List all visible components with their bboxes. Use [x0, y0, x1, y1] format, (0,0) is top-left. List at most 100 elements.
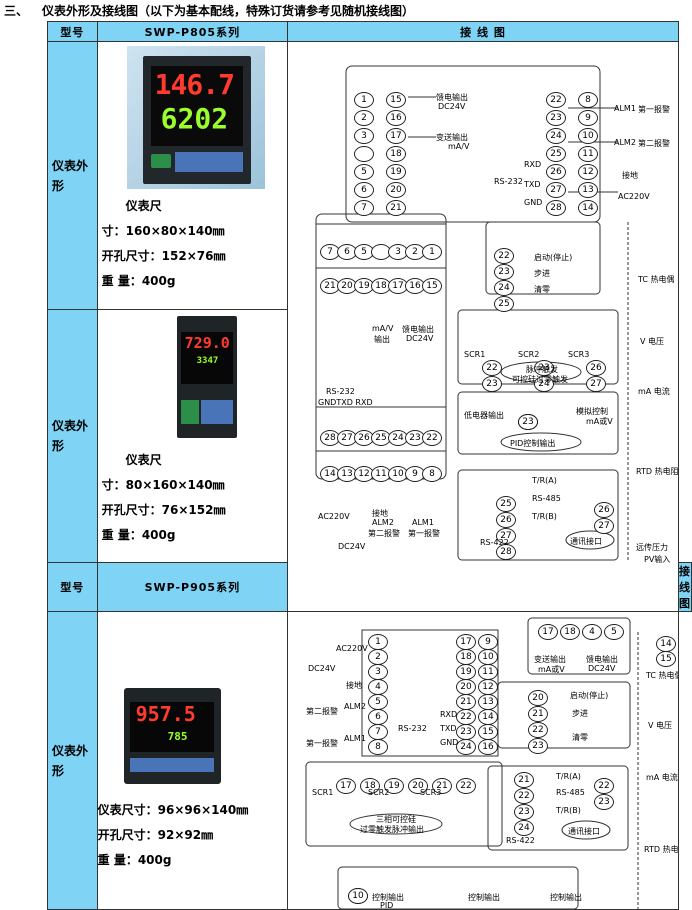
appearance-label: 仪表外形 — [47, 41, 98, 310]
terminal: 9 — [578, 110, 598, 126]
terminal: 11 — [478, 664, 498, 680]
terminal: 10 — [348, 888, 368, 904]
terminal: 22 — [528, 722, 548, 738]
wiring-header: 接 线 图 — [287, 21, 679, 42]
terminal: 23 — [405, 430, 425, 446]
terminal: 24 — [534, 376, 554, 392]
terminal: 24 — [388, 430, 408, 446]
terminal: 28 — [496, 544, 516, 560]
series-header: SWP-P805系列 — [96, 21, 289, 42]
wiring-diagram-p805 — [315, 65, 629, 562]
terminal: 26 — [594, 502, 614, 518]
terminal: 22 — [494, 248, 514, 264]
sv-display-3: 785 — [167, 730, 188, 743]
terminal: 17 — [538, 624, 558, 640]
terminal: 23 — [494, 264, 514, 280]
terminal: 8 — [422, 466, 442, 482]
terminal: 22 — [456, 778, 476, 794]
terminal: 1 — [354, 92, 374, 108]
terminal: 17 — [386, 128, 406, 144]
specs-3: 仪表尺寸：96×96×140㎜ 开孔尺寸：92×92㎜ 重 量：400g — [97, 803, 249, 867]
terminal: 15 — [656, 651, 676, 667]
meter-photo-3: 957.5 785 — [123, 688, 221, 784]
terminal: 1 — [368, 634, 388, 650]
terminal: 3 — [354, 128, 374, 144]
terminal: 24 — [514, 820, 534, 836]
terminal: 6 — [368, 709, 388, 725]
terminal: 23 — [482, 376, 502, 392]
terminal: 23 — [456, 724, 476, 740]
terminal: 1 — [422, 244, 442, 260]
specs-2: 仪表尺 寸：80×160×140㎜ 开孔尺寸：76×152㎜ 重 量：400g — [101, 453, 226, 542]
terminal: 23 — [594, 794, 614, 810]
terminal: 14 — [656, 636, 676, 652]
terminal: 26 — [586, 360, 606, 376]
meter-cell-1: 146.7 6202 仪表尺 寸：160×80×140㎜ 开孔尺寸：152×76… — [96, 41, 289, 310]
terminal: 25 — [494, 296, 514, 312]
specs-1: 仪表尺 寸：160×80×140㎜ 开孔尺寸：152×76㎜ 重 量：400g — [101, 199, 226, 288]
terminal: 5 — [368, 694, 388, 710]
terminal: 7 — [368, 724, 388, 740]
terminal: 21 — [432, 778, 452, 794]
terminal: 2 — [354, 110, 374, 126]
section-heading: 三、仪表外形及接线图（以下为基本配线，特殊订货请参考见随机接线图） — [4, 2, 414, 19]
set-button[interactable] — [150, 154, 171, 168]
terminal: 26 — [546, 164, 566, 180]
section-title: 仪表外形及接线图（以下为基本配线，特殊订货请参考见随机接线图） — [42, 4, 415, 18]
series-header-2: SWP-P905系列 — [96, 562, 289, 612]
terminal: 12 — [478, 679, 498, 695]
terminal: 21 — [514, 772, 534, 788]
terminal: 18 — [371, 278, 391, 294]
terminal: 3 — [368, 664, 388, 680]
terminal: 15 — [422, 278, 442, 294]
appearance-label-3: 仪表外形 — [47, 611, 98, 910]
meter-photo-1: 146.7 6202 — [126, 46, 265, 189]
terminal: 16 — [478, 739, 498, 755]
sv-display-1: 6202 — [160, 102, 229, 135]
terminal: 18 — [386, 146, 406, 162]
terminal: 25 — [496, 496, 516, 512]
terminal: 13 — [478, 694, 498, 710]
terminal: 10 — [478, 649, 498, 665]
terminal: 10 — [578, 128, 598, 144]
terminal: 5 — [354, 244, 374, 260]
terminal: 24 — [456, 739, 476, 755]
model-header-2: 型号 — [47, 562, 98, 612]
terminal: 6 — [354, 182, 374, 198]
terminal: 11 — [578, 146, 598, 162]
pv-display-2: 729.0 — [184, 334, 230, 352]
terminal: 20 — [528, 690, 548, 706]
terminal: 5 — [604, 624, 624, 640]
terminal: 23 — [534, 360, 554, 376]
terminal: 19 — [384, 778, 404, 794]
terminal: 2 — [368, 649, 388, 665]
terminal: 4 — [582, 624, 602, 640]
terminal: 22 — [482, 360, 502, 376]
meter-cell-3: 957.5 785 仪表尺寸：96×96×140㎜ 开孔尺寸：92×92㎜ 重 … — [96, 611, 289, 910]
terminal: 7 — [354, 200, 374, 216]
terminal: 24 — [494, 280, 514, 296]
terminal: 8 — [578, 92, 598, 108]
terminal: 14 — [478, 709, 498, 725]
terminal: 9 — [478, 634, 498, 650]
terminal: 22 — [546, 92, 566, 108]
terminal: 13 — [578, 182, 598, 198]
terminal: 27 — [496, 528, 516, 544]
terminal: 23 — [546, 110, 566, 126]
terminal: 27 — [586, 376, 606, 392]
terminal: 19 — [456, 664, 476, 680]
terminal: 21 — [386, 200, 406, 216]
terminal: 19 — [386, 164, 406, 180]
terminal: 3 — [388, 244, 408, 260]
pv-display-3: 957.5 — [135, 702, 196, 726]
pv-display-1: 146.7 — [154, 68, 235, 101]
terminal: 22 — [594, 778, 614, 794]
terminal: 20 — [386, 182, 406, 198]
terminal: 23 — [518, 414, 538, 430]
section-number: 三、 — [4, 4, 29, 18]
terminal: 21 — [456, 694, 476, 710]
terminal: 17 — [336, 778, 356, 794]
terminal: 14 — [578, 200, 598, 216]
terminal: 20 — [337, 278, 357, 294]
